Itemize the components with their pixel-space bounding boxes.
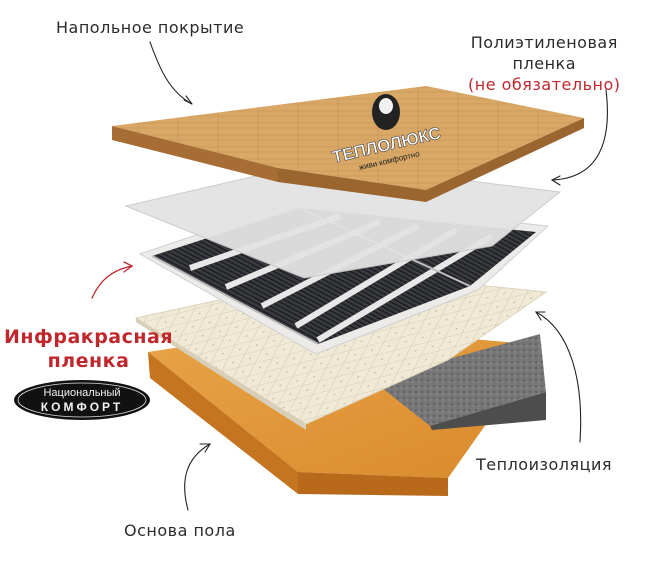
arrow-insulation [535, 311, 582, 443]
label-insulation: Теплоизоляция [476, 455, 613, 474]
label-infrared-line1: Инфракрасная [4, 326, 174, 348]
natsionalny-komfort-logo: Национальный КОМФОРТ [14, 380, 150, 420]
insulation-layer [372, 334, 546, 430]
label-floor-covering: Напольное покрытие [56, 18, 245, 37]
label-floor-base: Основа пола [124, 521, 236, 540]
label-infrared-line2: пленка [47, 350, 130, 372]
nk-logo-line2: КОМФОРТ [41, 400, 123, 414]
label-polyethylene-note: (не обязательно) [468, 75, 621, 94]
label-polyethylene: Полиэтиленовая пленка (не обязательно) [468, 32, 621, 95]
nk-logo-line1: Национальный [43, 387, 120, 399]
label-polyethylene-line1: Полиэтиленовая [470, 33, 618, 52]
arrow-infrared [91, 265, 133, 299]
arrow-floor-base [184, 443, 211, 511]
arrow-polyethylene [551, 89, 608, 181]
arrow-floor-covering [149, 41, 193, 105]
label-infrared-film: Инфракрасная пленка [4, 325, 173, 373]
wood-floor-layer [112, 86, 584, 202]
label-polyethylene-line2: пленка [512, 54, 576, 73]
